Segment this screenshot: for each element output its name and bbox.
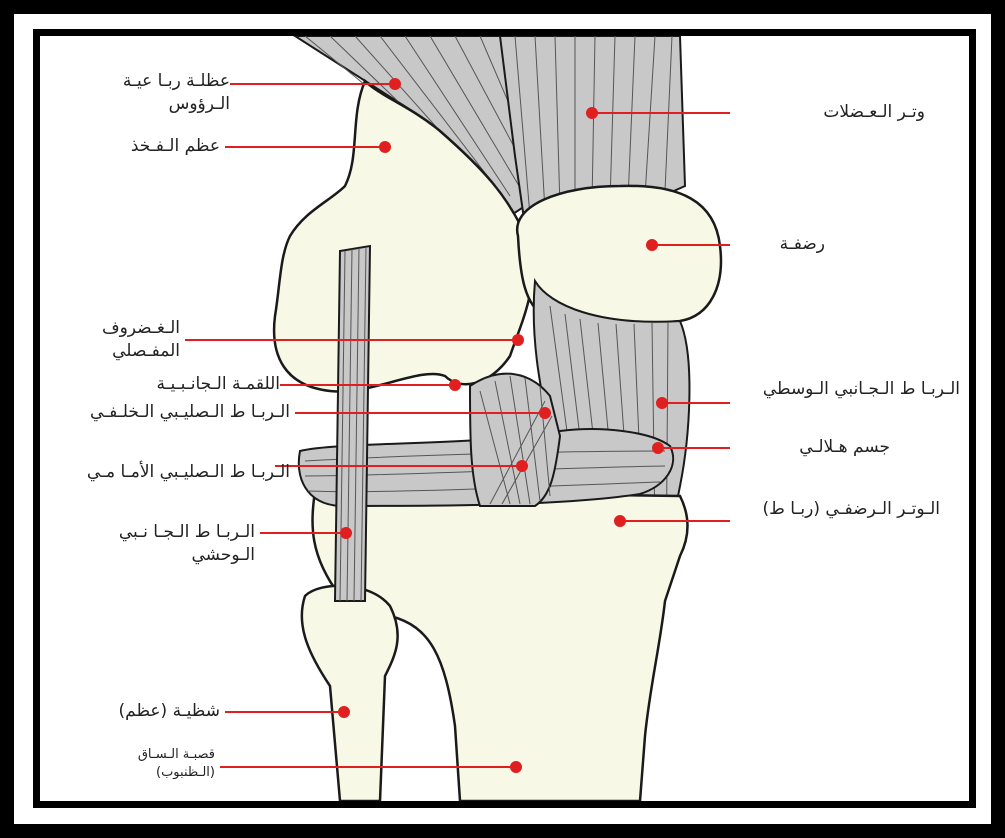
lateral-collateral-ligament — [335, 246, 370, 601]
label-fibula: شظيـة (عظم) — [60, 700, 220, 723]
label-quadriceps: عظلـة ربـا عيـة الـرؤوس — [60, 70, 230, 116]
cruciate-ligaments — [470, 374, 560, 506]
fibula-bone — [302, 586, 398, 801]
label-anterior-cruciate: الـربـا ط الـصليـبي الأمـا مـي — [60, 461, 290, 484]
label-femur: عظم الـفـخذ — [60, 135, 220, 158]
knee-diagram: عظلـة ربـا عيـة الـرؤوس عظم الـفـخذ الـغ… — [40, 36, 969, 801]
label-muscle-tendon: وتـر الـعـضلات — [740, 101, 925, 124]
label-meniscus: جسم هـلالـي — [740, 436, 890, 459]
label-lateral-collateral: الـربـا ط الـجـا نـبي الـوحشي — [60, 521, 255, 567]
label-cartilage: الـغـضروف المفـصلي — [60, 317, 180, 363]
label-posterior-cruciate: الـربـا ط الـصليـبي الـخلـفـي — [60, 401, 290, 424]
label-patellar-tendon: الـوتـر الـرضفـي (ربـا ط) — [740, 498, 940, 521]
label-tibia: قصبـة الـسـاق (الـظنبوب) — [80, 746, 215, 782]
label-medial-collateral: الـربـا ط الـجـانبي الـوسطي — [740, 378, 960, 401]
label-lateral-condyle: اللقمـة الـجانـبـيـة — [60, 373, 280, 396]
label-patella: رضفـة — [740, 233, 825, 256]
